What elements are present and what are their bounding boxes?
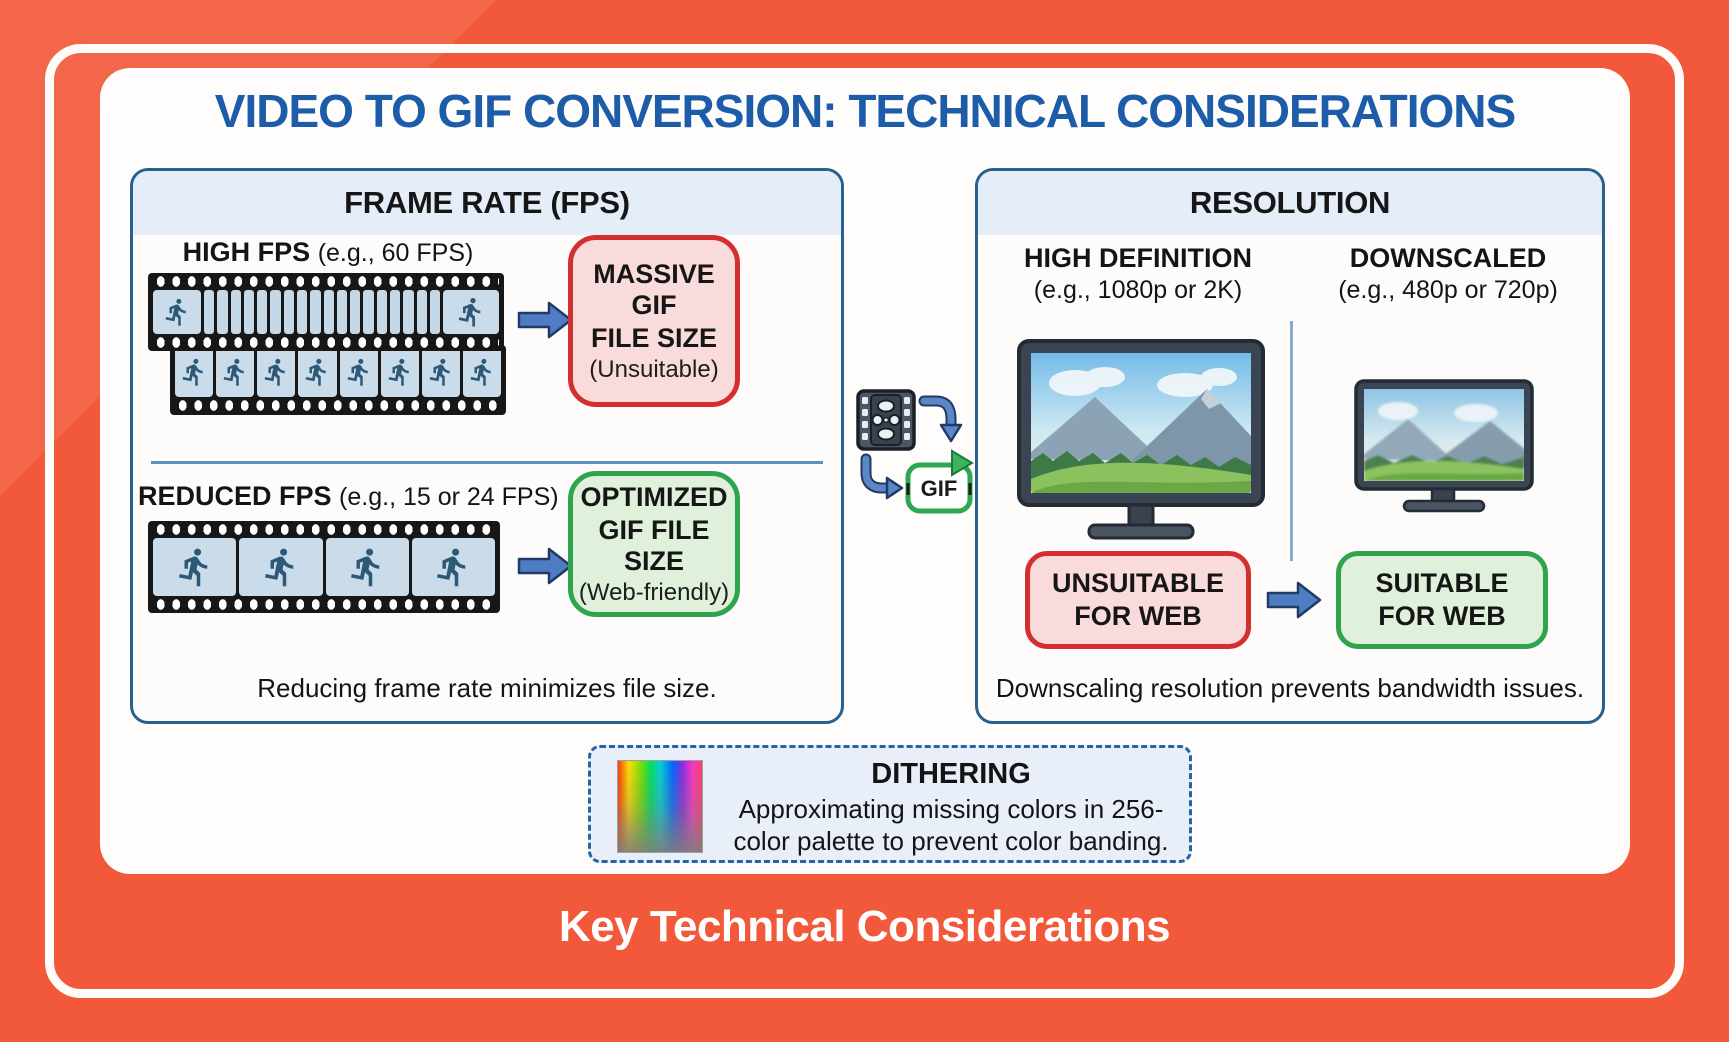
downscaled-monitor-graphic bbox=[1354, 379, 1534, 513]
film-frame-sliver bbox=[403, 290, 414, 334]
film-frame bbox=[325, 538, 409, 596]
film-frame bbox=[411, 538, 495, 596]
film-frame bbox=[339, 346, 378, 397]
downscaled-label: DOWNSCALED (e.g., 480p or 720p) bbox=[1338, 243, 1558, 304]
infographic-card: VIDEO TO GIF CONVERSION: TECHNICAL CONSI… bbox=[100, 68, 1630, 874]
film-sprocket-holes bbox=[153, 337, 499, 348]
film-frame-sliver bbox=[310, 290, 321, 334]
dithering-text-line2: color palette to prevent color banding. bbox=[733, 826, 1169, 856]
curved-arrow-right-icon bbox=[860, 453, 904, 500]
arrow-unsuitable-to-suitable bbox=[1266, 579, 1322, 621]
film-frame-sliver bbox=[363, 290, 374, 334]
color-gradient-swatch bbox=[617, 760, 703, 853]
film-sprocket-holes bbox=[153, 524, 495, 535]
film-frame bbox=[153, 290, 201, 334]
film-frame bbox=[239, 538, 323, 596]
film-frame bbox=[153, 538, 237, 596]
page-title: VIDEO TO GIF CONVERSION: TECHNICAL CONSI… bbox=[214, 85, 1516, 137]
film-frame-sliver bbox=[257, 290, 268, 334]
frame-rate-panel-title: FRAME RATE (FPS) bbox=[133, 171, 841, 235]
high-fps-label: HIGH FPS (e.g., 60 FPS) bbox=[182, 237, 474, 267]
gif-label: GIF bbox=[921, 476, 958, 501]
footer-caption: Key Technical Considerations bbox=[558, 902, 1171, 951]
dithering-title: DITHERING bbox=[871, 758, 1031, 790]
film-sprocket-holes bbox=[153, 599, 495, 610]
film-frame-sliver bbox=[270, 290, 281, 334]
film-sprocket-holes bbox=[153, 276, 499, 287]
dithering-note: DITHERING Approximating missing colors i… bbox=[588, 745, 1192, 863]
high-fps-filmstrip bbox=[148, 273, 504, 351]
curved-arrow-down-icon bbox=[918, 395, 963, 443]
arrow-reduced-fps-to-optimized bbox=[517, 545, 573, 587]
film-frame-sliver bbox=[336, 290, 348, 334]
suitable-for-web-box: SUITABLE FOR WEB bbox=[1336, 551, 1548, 649]
film-frame bbox=[462, 346, 501, 397]
film-frame bbox=[216, 346, 255, 397]
film-frame-sliver bbox=[376, 290, 387, 334]
resolution-caption: Downscaling resolution prevents bandwidt… bbox=[995, 673, 1585, 703]
film-frame-sliver bbox=[429, 290, 441, 334]
film-frame bbox=[175, 346, 214, 397]
resolution-divider bbox=[1290, 321, 1293, 561]
resolution-panel: RESOLUTION HIGH DEFINITION (e.g., 1080p … bbox=[975, 168, 1605, 724]
film-frame-sliver bbox=[416, 290, 427, 334]
frame-rate-caption: Reducing frame rate minimizes file size. bbox=[257, 673, 717, 703]
film-frame-sliver bbox=[204, 290, 215, 334]
film-frame-sliver bbox=[296, 290, 308, 334]
dithering-text-line1: Approximating missing colors in 256- bbox=[738, 794, 1164, 824]
frame-rate-divider bbox=[151, 461, 823, 464]
massive-gif-box: MASSIVE GIF FILE SIZE (Unsuitable) bbox=[568, 235, 740, 407]
optimized-gif-box: OPTIMIZED GIF FILE SIZE (Web-friendly) bbox=[568, 471, 740, 617]
film-frame-sliver bbox=[217, 290, 228, 334]
film-frame bbox=[257, 346, 296, 397]
film-frame-sliver bbox=[389, 290, 401, 334]
film-frame bbox=[443, 290, 500, 334]
outer-frame-outline bbox=[45, 44, 1684, 998]
high-definition-label: HIGH DEFINITION (e.g., 1080p or 2K) bbox=[1024, 243, 1252, 304]
film-frame bbox=[298, 346, 337, 397]
video-to-gif-converter-graphic: GIF bbox=[856, 389, 974, 514]
gif-loop-icon: GIF bbox=[905, 449, 974, 514]
high-fps-filmstrip-row2 bbox=[170, 345, 506, 415]
film-frame bbox=[421, 346, 460, 397]
frame-rate-panel: FRAME RATE (FPS) HIGH FPS (e.g., 60 FPS) bbox=[130, 168, 844, 724]
film-frame-sliver bbox=[323, 290, 334, 334]
video-reel-icon bbox=[856, 389, 916, 451]
film-frame-sliver bbox=[243, 290, 255, 334]
film-frame-sliver bbox=[283, 290, 294, 334]
film-sprocket-holes bbox=[175, 400, 501, 411]
reduced-fps-label: REDUCED FPS (e.g., 15 or 24 FPS) bbox=[138, 481, 559, 511]
resolution-panel-title: RESOLUTION bbox=[978, 171, 1602, 235]
hd-monitor-graphic bbox=[1017, 339, 1265, 540]
reduced-fps-filmstrip bbox=[148, 521, 500, 613]
unsuitable-for-web-box: UNSUITABLE FOR WEB bbox=[1025, 551, 1251, 649]
film-frame bbox=[380, 346, 419, 397]
arrow-high-fps-to-massive bbox=[517, 299, 573, 341]
film-frame-sliver bbox=[350, 290, 361, 334]
film-frame-sliver bbox=[230, 290, 241, 334]
